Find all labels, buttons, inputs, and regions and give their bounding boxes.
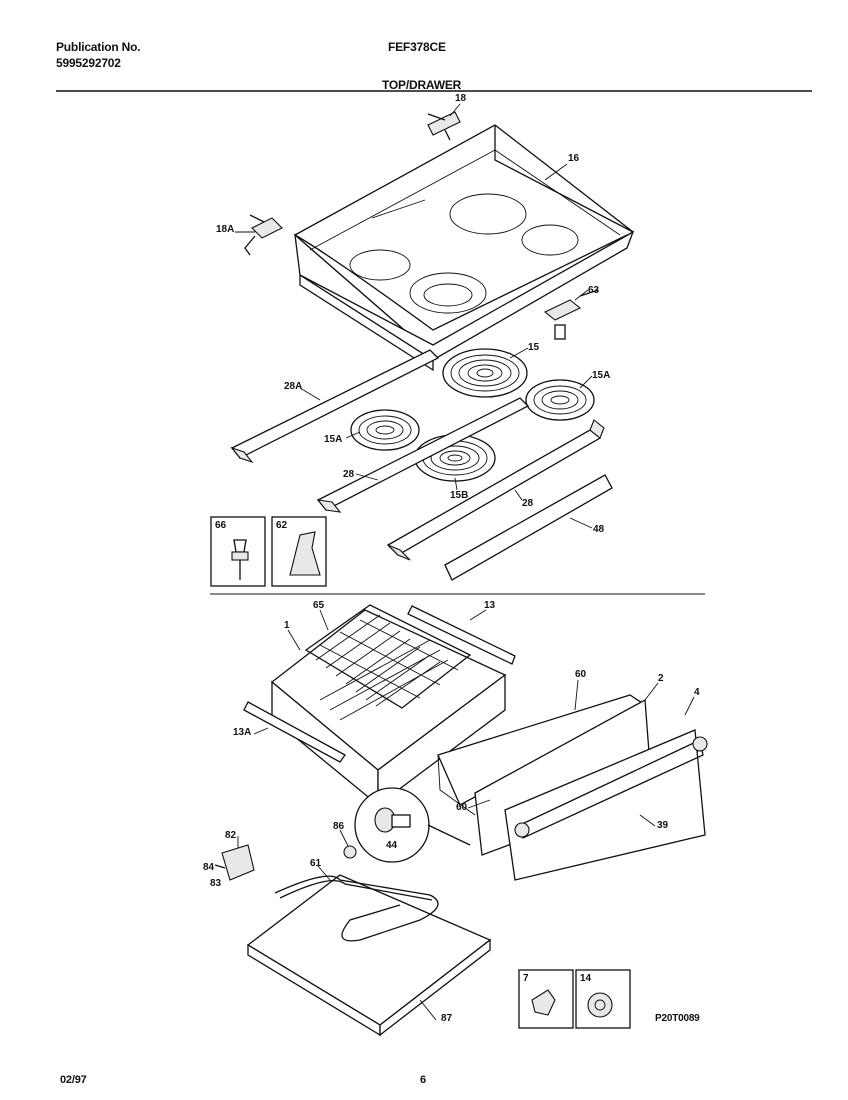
callout-13: 13	[484, 600, 496, 611]
callout-1: 1	[284, 620, 290, 631]
surface-element-15a-right	[525, 379, 595, 421]
callout-28a: 28A	[284, 381, 303, 392]
surface-element-15	[442, 348, 528, 398]
drawer-rail-13a	[243, 701, 346, 763]
callout-82: 82	[225, 830, 237, 841]
callout-13a: 13A	[233, 727, 252, 738]
callout-87: 87	[441, 1013, 453, 1024]
callout-18a: 18A	[216, 224, 235, 235]
inset-box-14	[575, 969, 631, 1029]
callout-44: 44	[386, 840, 398, 851]
callout-4: 4	[694, 687, 700, 698]
callout-7: 7	[523, 973, 529, 984]
callout-28-right: 28	[522, 498, 534, 509]
broiler-rack-65	[304, 604, 472, 721]
callout-15a-right: 15A	[592, 370, 611, 381]
callout-66: 66	[215, 520, 227, 531]
callout-18: 18	[455, 93, 467, 104]
callout-15a-left: 15A	[324, 434, 343, 445]
callout-2: 2	[658, 673, 664, 684]
detail-bubble-44	[354, 787, 471, 863]
callout-84: 84	[203, 862, 215, 873]
element-bracket-28-left	[316, 397, 530, 513]
hinge-18	[427, 111, 461, 141]
callout-16: 16	[568, 153, 580, 164]
callout-63: 63	[588, 285, 600, 296]
callout-60-top: 60	[575, 669, 587, 680]
callout-39: 39	[657, 820, 669, 831]
callout-62: 62	[276, 520, 288, 531]
callout-65: 65	[313, 600, 325, 611]
section-title: TOP/DRAWER	[382, 78, 462, 92]
callout-61: 61	[310, 858, 322, 869]
callout-60-mid: 60	[456, 802, 468, 813]
publication-label: Publication No.	[56, 40, 141, 54]
footer-date: 02/97	[60, 1074, 87, 1086]
callout-15: 15	[528, 342, 540, 353]
drawer-rail-13	[407, 605, 516, 665]
callout-86: 86	[333, 821, 345, 832]
element-bracket-28-right	[386, 419, 605, 561]
footer-page-number: 6	[420, 1074, 426, 1086]
element-bracket-28a	[230, 349, 440, 464]
callout-28-left: 28	[343, 469, 355, 480]
inset-box-7	[518, 969, 574, 1029]
terminal-block-82	[214, 844, 255, 881]
drawing-code: P20T0089	[655, 1013, 700, 1024]
cooktop-assembly	[293, 124, 635, 372]
publication-number: 5995292702	[56, 56, 121, 70]
bake-element-61	[274, 875, 439, 942]
inset-box-62	[271, 516, 327, 587]
trim-48	[444, 474, 613, 581]
hinge-18a	[244, 214, 283, 256]
callout-14: 14	[580, 973, 592, 984]
grommet-86	[343, 845, 357, 859]
oven-bottom-87	[246, 874, 492, 1037]
inset-box-66	[210, 516, 266, 587]
drawer-front-4	[504, 729, 708, 881]
callout-48: 48	[593, 524, 605, 535]
callout-15b: 15B	[450, 490, 469, 501]
surface-element-15a-left	[350, 409, 420, 451]
callout-83: 83	[210, 878, 222, 889]
bracket-63	[543, 289, 599, 340]
leader-lines	[235, 103, 695, 1021]
model-number: FEF378CE	[388, 40, 446, 54]
